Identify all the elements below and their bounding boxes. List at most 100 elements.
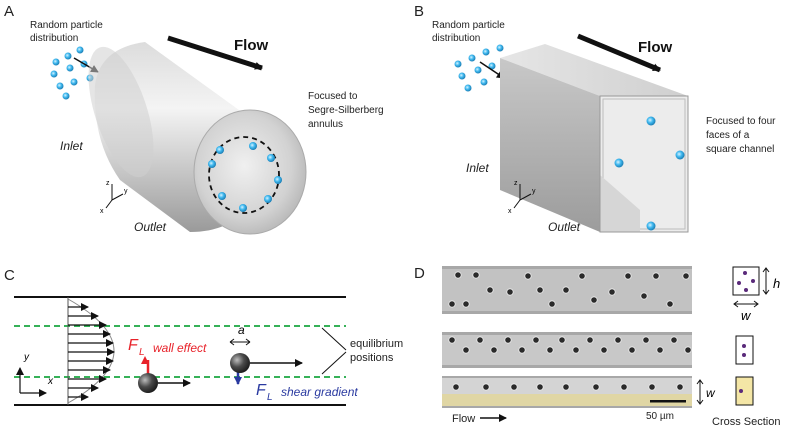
panel-d-strip-1-particles <box>448 271 690 308</box>
micrograph-particle <box>558 336 566 344</box>
panel-b-focused-2: faces of a <box>706 130 750 141</box>
panel-b-letter: B <box>414 3 424 20</box>
panel-a-outlet: Outlet <box>134 220 167 234</box>
panel-d-cross-section-label: Cross Section <box>712 416 780 428</box>
panel-c-wall-effect: wall effect <box>153 341 207 355</box>
panel-c-a-label: a <box>238 323 245 337</box>
panel-b-axis-z: z <box>514 180 518 187</box>
micrograph-particle <box>532 336 540 344</box>
panel-a-annulus <box>208 136 280 214</box>
micrograph-particle <box>448 300 456 308</box>
micrograph-particle <box>648 383 656 391</box>
panel-d-w-label: w <box>741 308 752 323</box>
panel-d-strip-3-particles <box>452 383 684 391</box>
micrograph-particle <box>624 272 632 280</box>
panel-b-inlet: Inlet <box>466 161 489 175</box>
panel-a-inlet: Inlet <box>60 139 83 153</box>
micrograph-particle <box>590 296 598 304</box>
panel-d-flow-label: Flow <box>452 413 475 425</box>
panel-a-focused-3: annulus <box>308 119 343 130</box>
panel-a-flow-arrow <box>167 35 263 71</box>
panel-a-axis-x: x <box>100 208 104 215</box>
micrograph-particle <box>548 300 556 308</box>
panel-d: D w <box>414 265 780 428</box>
panel-a: A Random particle distribution <box>4 3 384 235</box>
micrograph-particle <box>578 272 586 280</box>
panel-c-bead-lower <box>138 373 158 393</box>
micrograph-particle <box>614 336 622 344</box>
micrograph-particle <box>462 346 470 354</box>
panel-b-random-label-2: distribution <box>432 33 480 44</box>
micrograph-particle <box>684 346 692 354</box>
micrograph-particle <box>504 336 512 344</box>
panel-d-letter: D <box>414 265 425 282</box>
panel-c-equilibrium-callout: equilibrium positions <box>321 327 403 375</box>
micrograph-particle <box>506 288 514 296</box>
micrograph-particle <box>486 286 494 294</box>
micrograph-particle <box>454 271 462 279</box>
panel-b-random-particles <box>454 44 504 92</box>
panel-d-scale-bar <box>650 400 686 403</box>
micrograph-particle <box>482 383 490 391</box>
micrograph-particle <box>476 336 484 344</box>
micrograph-particle <box>472 271 480 279</box>
micrograph-particle <box>592 383 600 391</box>
panel-c-letter: C <box>4 267 15 284</box>
panel-c-particle-wall: F L wall effect <box>128 337 207 393</box>
panel-d-strip-1 <box>442 266 692 314</box>
panel-d-strip-2-particles <box>448 336 692 354</box>
panel-a-random-label-2: distribution <box>30 33 78 44</box>
panel-c-fl-symbol-red: F <box>128 337 139 354</box>
panel-c-axis-x: x <box>47 376 54 387</box>
panel-a-focused-1: Focused to <box>308 91 358 102</box>
panel-a-letter: A <box>4 3 14 20</box>
panel-b-axes: z y x <box>508 180 536 215</box>
panel-d-h-label: h <box>773 276 780 291</box>
panel-b-box <box>500 44 689 233</box>
micrograph-particle <box>452 383 460 391</box>
micrograph-particle <box>462 300 470 308</box>
micrograph-particle <box>448 336 456 344</box>
micrograph-particle <box>536 383 544 391</box>
panel-c-particle-shear: a F L shear gradient <box>229 323 358 403</box>
panel-b-axis-y: y <box>532 188 536 195</box>
micrograph-particle <box>642 336 650 344</box>
panel-c-fl-sub-red: L <box>139 347 145 358</box>
panel-c-axis-y: y <box>23 352 30 363</box>
panel-c-fl-sub-blue: L <box>267 392 273 403</box>
micrograph-particle <box>490 346 498 354</box>
micrograph-particle <box>524 272 532 280</box>
micrograph-particle <box>536 286 544 294</box>
panel-d-w-strip: w <box>706 386 716 400</box>
micrograph-particle <box>666 300 674 308</box>
panel-b-focused-3: square channel <box>706 144 774 155</box>
micrograph-particle <box>562 383 570 391</box>
micrograph-particle <box>628 346 636 354</box>
micrograph-particle <box>670 336 678 344</box>
panel-b-axis-x: x <box>508 208 512 215</box>
panel-c: C y x <box>4 267 403 406</box>
panel-d-scale-label: 50 µm <box>646 411 674 422</box>
micrograph-particle <box>586 336 594 344</box>
panel-c-axes: y x <box>16 352 54 397</box>
panel-a-focused-2: Segre-Silberberg <box>308 105 384 116</box>
micrograph-particle <box>656 346 664 354</box>
panel-c-equilibrium-2: positions <box>350 352 394 364</box>
panel-d-strip-2 <box>442 332 692 368</box>
micrograph-particle <box>510 383 518 391</box>
panel-c-equilibrium-1: equilibrium <box>350 338 403 350</box>
micrograph-particle <box>562 286 570 294</box>
panel-a-axes: z y x <box>100 180 128 215</box>
micrograph-particle <box>608 288 616 296</box>
panel-d-strip-3 <box>442 376 692 408</box>
panel-b-flow-label: Flow <box>638 39 672 56</box>
micrograph-particle <box>572 346 580 354</box>
micrograph-particle <box>652 272 660 280</box>
panel-d-cross-section-square: h w <box>732 266 780 323</box>
panel-b-outlet: Outlet <box>548 220 581 234</box>
panel-d-cross-section-yellow <box>735 376 754 406</box>
panel-c-shear-gradient: shear gradient <box>281 385 358 399</box>
panel-d-strip-3-width: w <box>696 379 716 405</box>
panel-a-axis-z: z <box>106 180 110 187</box>
